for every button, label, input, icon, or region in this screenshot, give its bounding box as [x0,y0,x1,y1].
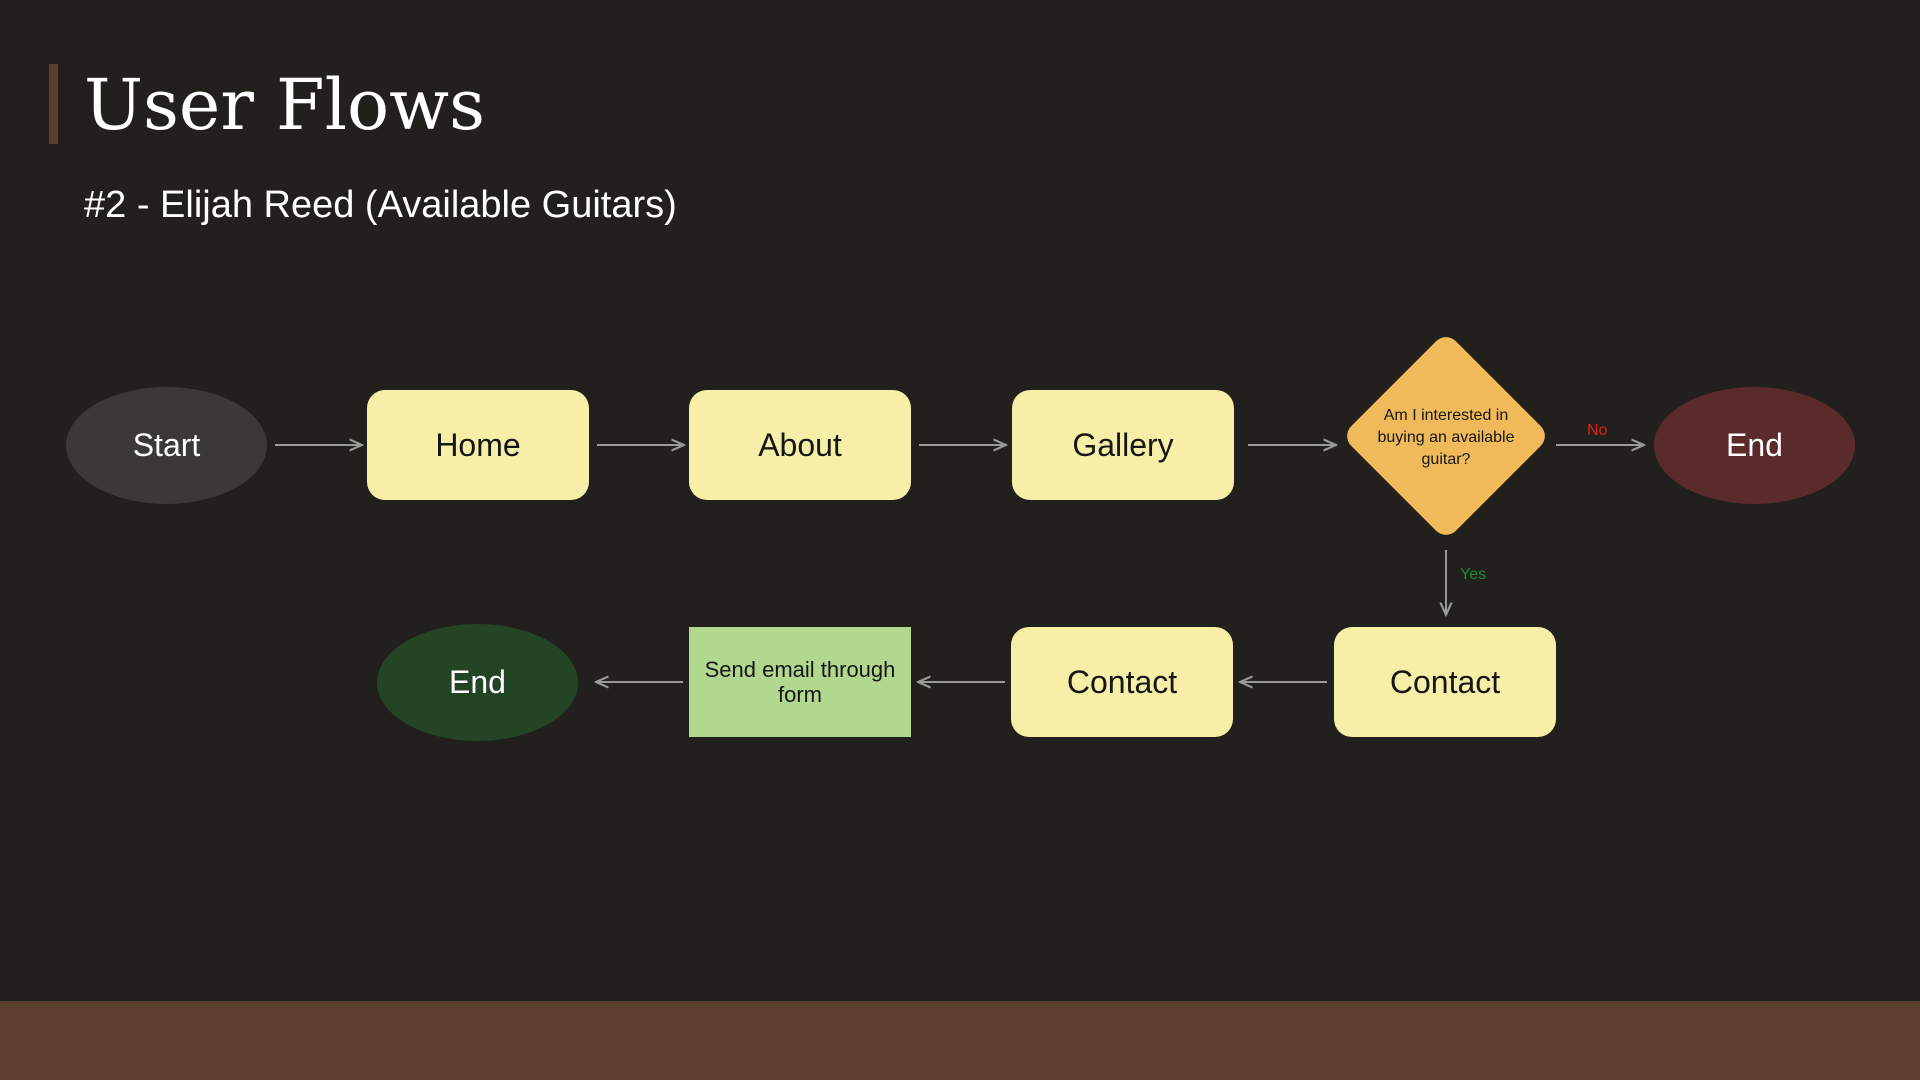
end-no-node: End [1654,387,1855,504]
contact-node-left: Contact [1011,627,1233,737]
end-no-node-label: End [1726,427,1783,463]
send-email-node: Send email through form [689,627,911,737]
gallery-node-label: Gallery [1072,426,1174,463]
about-node: About [689,390,911,500]
title-accent-bar [49,64,58,144]
home-node: Home [367,390,589,500]
decision-node-label: Am I interested in buying an available g… [1377,407,1515,468]
contact-node-right: Contact [1334,627,1556,737]
contact-node-right-label: Contact [1389,663,1501,700]
contact-node-left-label: Contact [1066,663,1178,700]
start-node: Start [66,387,267,504]
end-yes-node: End [377,624,578,741]
start-node-label: Start [132,427,201,463]
gallery-node: Gallery [1012,390,1234,500]
page-subtitle: #2 - Elijah Reed (Available Guitars) [84,184,677,226]
no-label: No [1587,422,1608,439]
yes-label: Yes [1460,566,1487,583]
about-node-label: About [758,426,842,463]
send-email-node-label: Send email through form [704,657,896,707]
home-node-label: Home [435,426,521,463]
page-title: User Flows [84,64,485,146]
end-yes-node-label: End [449,664,506,700]
footer-band [0,1001,1920,1080]
